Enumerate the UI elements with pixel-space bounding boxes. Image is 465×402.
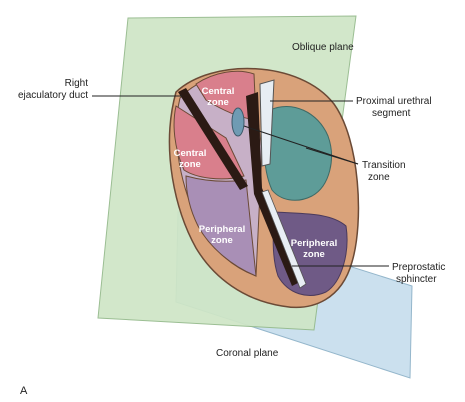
ejaculatory-duct — [178, 88, 248, 190]
central-zone-upper-label-1: Central — [202, 86, 235, 97]
urethra — [246, 92, 300, 286]
peripheral-zone-left — [185, 175, 257, 277]
ejaculatory-duct-label-2: ejaculatory duct — [18, 90, 88, 101]
proximal-urethral-label-1: Proximal urethral — [356, 96, 432, 107]
transition-zone-leader-2 — [305, 147, 359, 165]
peripheral-zone-right-label-1: Peripheral — [291, 238, 337, 249]
transition-zone-label-1: Transition — [362, 160, 406, 171]
central-zone-left-label-2: zone — [179, 159, 201, 170]
coronal-plane-label: Coronal plane — [216, 348, 279, 359]
peripheral-zone-left-label-1: Peripheral — [199, 224, 245, 235]
central-zone-upper-label-2: zone — [207, 97, 229, 108]
preprostatic-sphincter-label-2: sphincter — [396, 274, 437, 285]
peripheral-zone-right-label-2: zone — [303, 249, 325, 260]
preprostatic-sphincter-label-1: Preprostatic — [392, 262, 445, 273]
central-zone-left-label-1: Central — [174, 148, 207, 159]
ejaculatory-duct-label-1: Right — [65, 78, 89, 89]
preprostatic-sphincter-strip — [261, 189, 307, 289]
proximal-urethral-label-2: segment — [372, 108, 411, 119]
peripheral-zone-left-label-2: zone — [211, 235, 233, 246]
duct-lumen — [231, 107, 245, 137]
transition-zone-label-2: zone — [368, 172, 390, 183]
figure-letter: A — [20, 385, 28, 397]
oblique-plane-label: Oblique plane — [292, 42, 354, 53]
